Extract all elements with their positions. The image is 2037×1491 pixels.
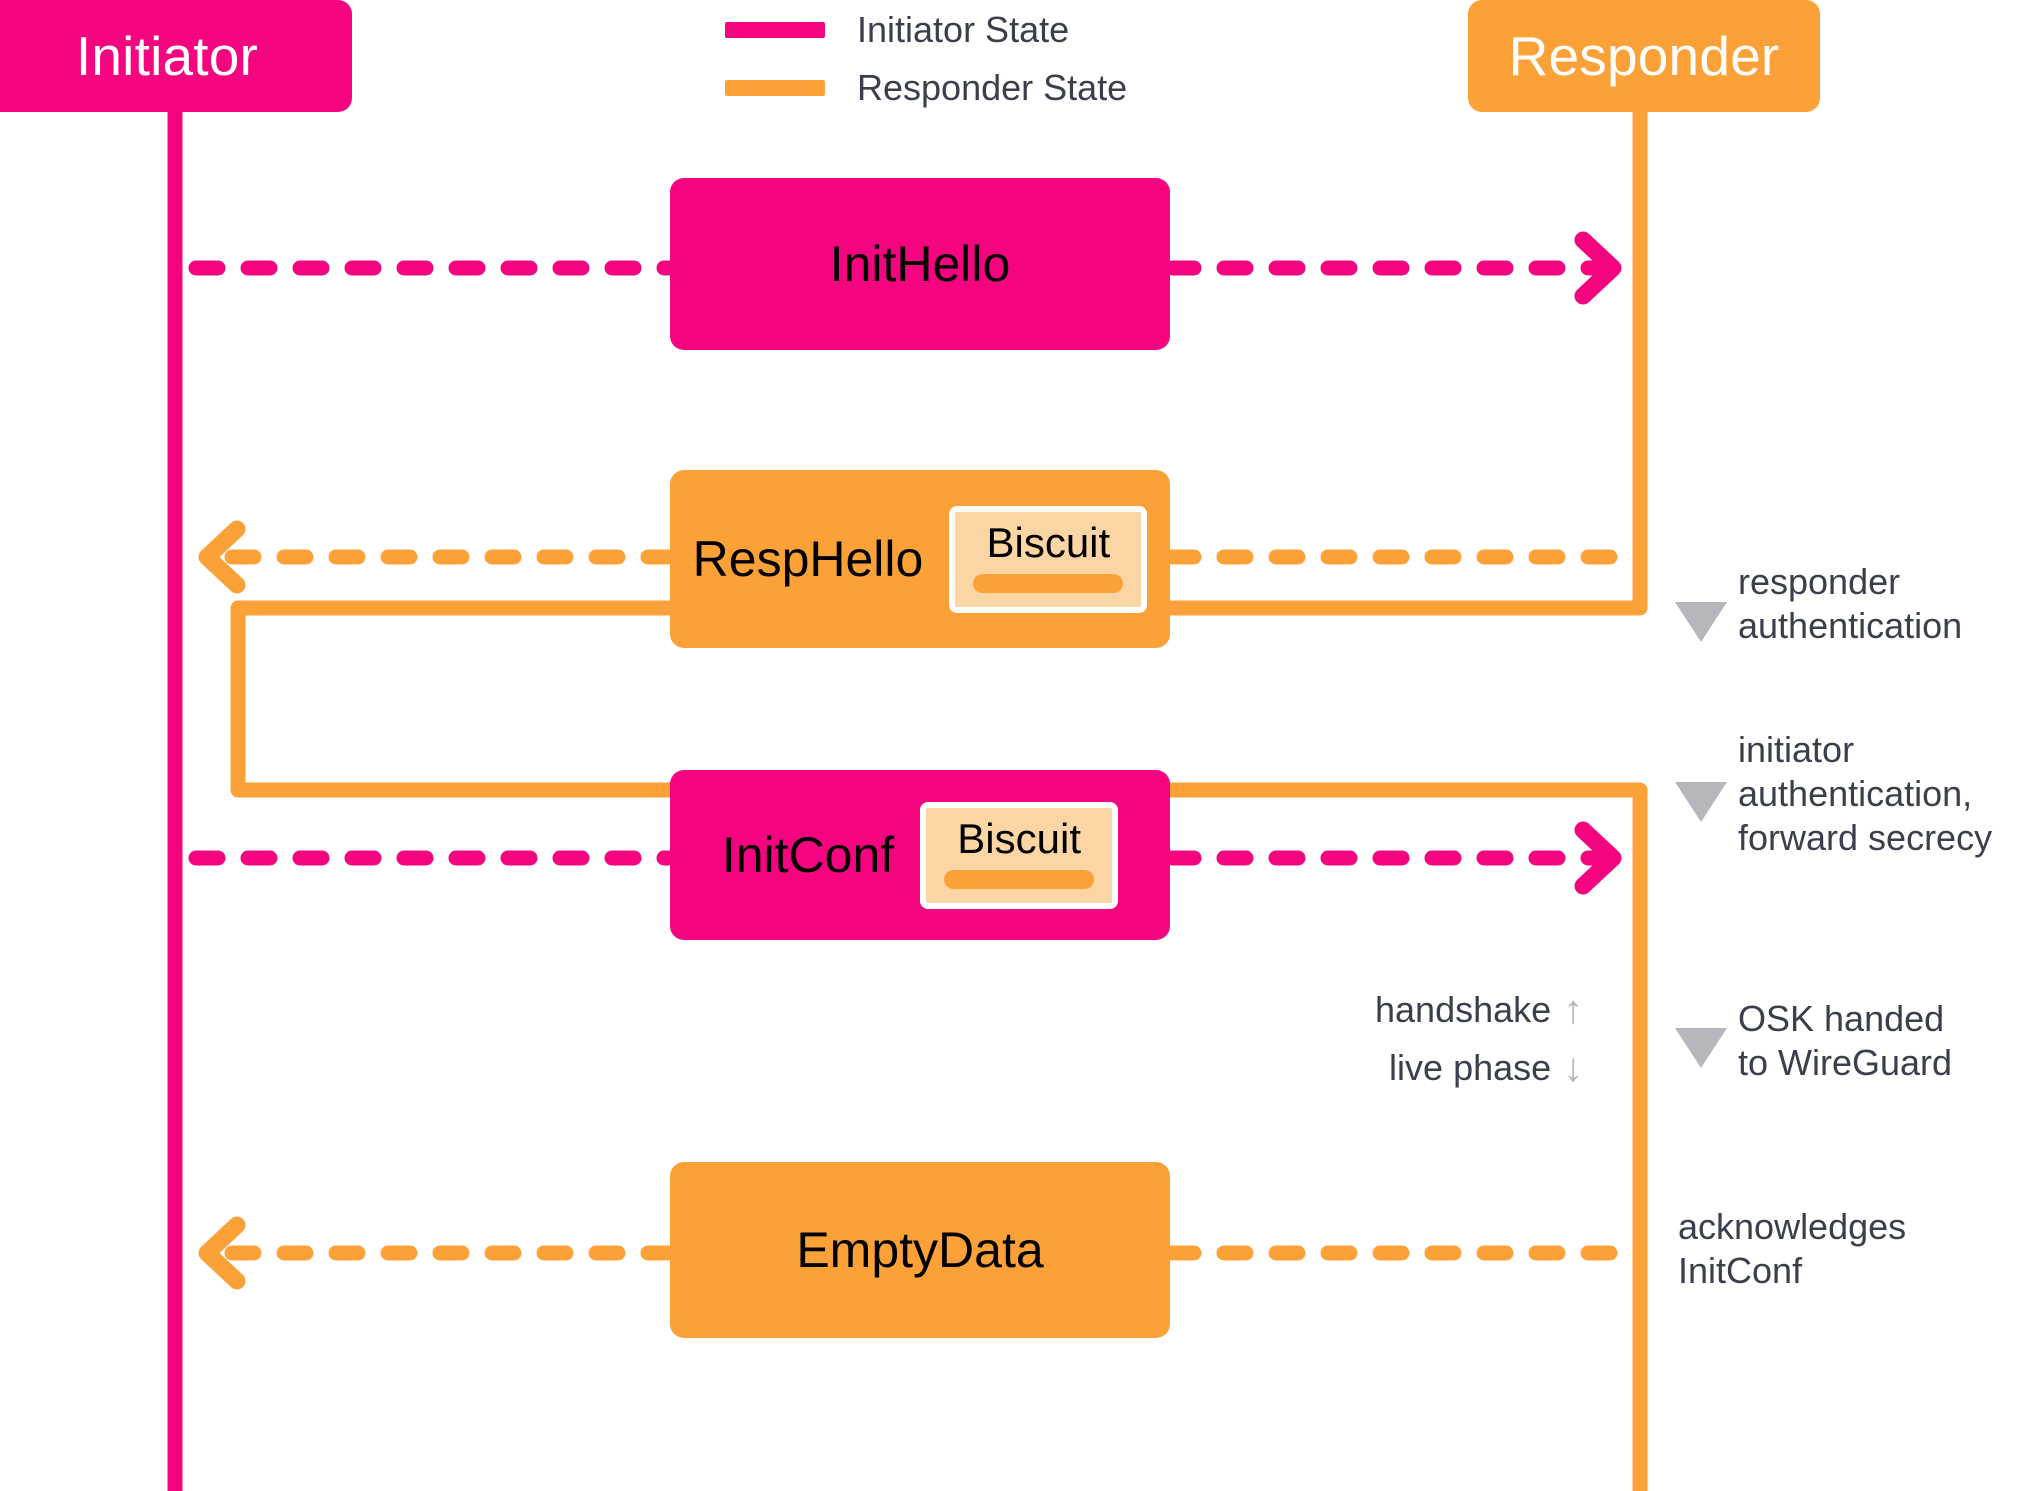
actor-initiator[interactable]: Initiator (0, 0, 352, 112)
initiator-state-swatch (725, 22, 825, 38)
message-label-emptydata: EmptyData (796, 1222, 1044, 1278)
message-arrowhead-initconf (1574, 821, 1622, 895)
arrow-up-icon: ↑ (1563, 988, 1584, 1032)
actor-responder-label: Responder (1508, 25, 1780, 87)
legend-label-responder-state: Responder State (857, 67, 1128, 108)
annotation-acknowledges-initconf: acknowledges InitConf (1678, 1206, 1907, 1291)
message-box-initconf[interactable]: InitConf Biscuit (670, 770, 1170, 940)
phase-handshake-label: handshake (1375, 989, 1552, 1030)
phase-handshake: handshake ↑ (1375, 990, 1583, 1030)
biscuit-bar-icon (973, 573, 1124, 593)
biscuit-badge-initconf[interactable]: Biscuit (920, 801, 1119, 909)
actor-responder[interactable]: Responder (1468, 0, 1820, 112)
biscuit-bar-icon (944, 869, 1095, 889)
triangle-down-icon-responder-auth (1675, 602, 1727, 642)
message-box-inithello[interactable]: InitHello (670, 178, 1170, 350)
responder-state-path-left-detour (230, 600, 678, 798)
message-label-initconf: InitConf (721, 827, 895, 883)
biscuit-label-resphello: Biscuit (986, 518, 1111, 566)
phase-live-label: live phase (1389, 1047, 1552, 1088)
phase-labels: handshake ↑ live phase ↓ (1375, 990, 1583, 1088)
message-box-emptydata[interactable]: EmptyData (670, 1162, 1170, 1338)
annotation-initiator-authentication: initiator authentication, forward secrec… (1738, 729, 1993, 858)
legend-label-initiator-state: Initiator State (857, 9, 1070, 50)
legend: Initiator State Responder State (725, 12, 1127, 106)
biscuit-badge-resphello[interactable]: Biscuit (949, 505, 1148, 613)
legend-item-initiator-state: Initiator State (725, 12, 1127, 48)
message-arrowhead-resphello (198, 520, 246, 594)
triangle-down-icon-initiator-auth (1675, 782, 1727, 822)
message-arrowhead-emptydata (198, 1216, 246, 1290)
annotation-osk-handed-to-wireguard: OSK handed to WireGuard (1738, 998, 1953, 1083)
annotation-responder-authentication: responder authentication (1738, 561, 1963, 646)
actor-initiator-label: Initiator (75, 25, 259, 87)
message-label-resphello: RespHello (692, 531, 924, 587)
message-label-inithello: InitHello (829, 236, 1011, 292)
phase-live: live phase ↓ (1389, 1048, 1583, 1088)
biscuit-label-initconf: Biscuit (957, 814, 1081, 862)
responder-state-swatch (725, 80, 825, 96)
triangle-down-icon-osk (1675, 1028, 1727, 1068)
message-box-resphello[interactable]: RespHello Biscuit (670, 470, 1170, 648)
legend-item-responder-state: Responder State (725, 70, 1127, 106)
arrow-down-icon: ↓ (1563, 1046, 1584, 1090)
message-arrowhead-inithello (1574, 231, 1622, 305)
